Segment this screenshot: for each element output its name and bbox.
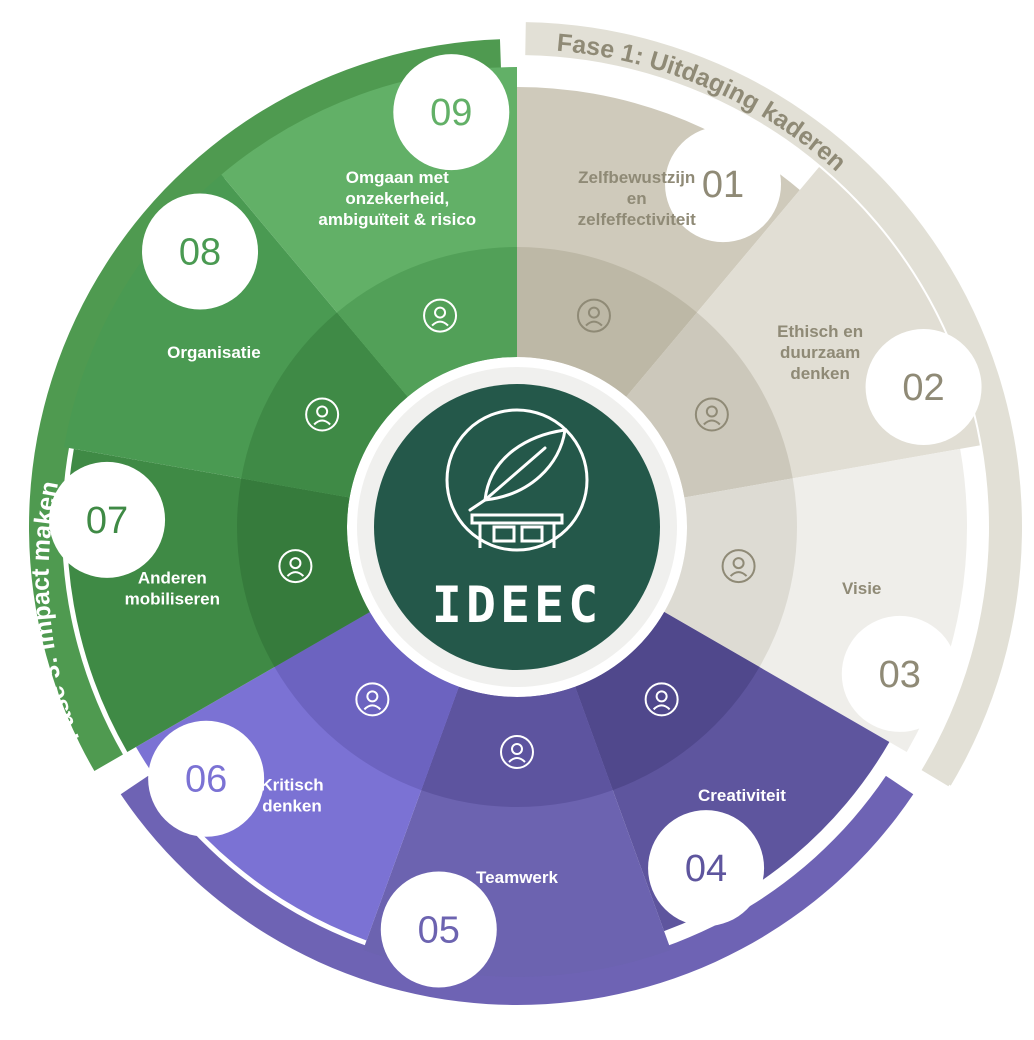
segment-06 (135, 612, 459, 941)
leaf-icon (468, 428, 567, 512)
center-logo: IDEEC (357, 367, 677, 687)
segment-label-01: Zelfbewustzijn (578, 168, 695, 187)
number-tab-08 (142, 193, 259, 310)
segment-label-07: mobiliseren (125, 589, 220, 608)
phase-2-band (120, 775, 914, 1005)
segment-number-03: 03 (879, 654, 921, 696)
segment-03 (664, 448, 968, 752)
number-tab-01 (665, 126, 782, 243)
segment-label-05: Teamwerk (476, 868, 558, 887)
segment-label-08: Organisatie (167, 343, 261, 362)
segment-inner-05 (421, 686, 613, 807)
segment-number-07: 07 (86, 500, 128, 542)
segment-label-09: onzekerheid, (345, 189, 449, 208)
segment-number-08: 08 (179, 231, 221, 273)
segment-number-04: 04 (685, 848, 727, 890)
lightbulb-head-icon (644, 682, 679, 717)
segment-number-02: 02 (902, 367, 944, 409)
segment-label-07: Anderen (138, 568, 207, 587)
org-chart-icon (305, 397, 340, 432)
segment-07 (49, 448, 370, 752)
segment-04 (575, 612, 890, 932)
segment-inner-04 (575, 612, 760, 791)
table-icon (470, 513, 564, 548)
brain-gear-icon (355, 682, 390, 717)
segment-01 (517, 87, 800, 397)
segment-label-01: zelfeffectiviteit (578, 210, 696, 229)
segment-label-06: Kritisch (260, 776, 323, 795)
segment-label-04: Creativiteit (698, 786, 786, 805)
segment-inner-01 (517, 247, 697, 397)
eye-icon (721, 549, 756, 584)
segment-label-02: duurzaam (780, 343, 860, 362)
segment-label-06: denken (262, 797, 322, 816)
segment-number-09: 09 (430, 92, 472, 134)
segment-label-03: Visie (842, 579, 881, 598)
team-icon (500, 735, 534, 769)
segment-number-06: 06 (185, 759, 227, 801)
segment-05 (363, 686, 671, 988)
segment-inner-09 (337, 247, 517, 397)
segment-inner-07 (237, 478, 370, 667)
number-tab-07 (49, 461, 166, 578)
phase-3-band (29, 39, 502, 771)
segment-label-09: ambiguïteit & risico (318, 210, 476, 229)
segment-inner-03 (664, 478, 797, 667)
segment-number-05: 05 (418, 909, 460, 951)
number-tab-05 (380, 871, 497, 988)
center-disc (374, 384, 660, 670)
number-tab-06 (148, 720, 265, 837)
brand-name: IDEEC (432, 576, 603, 634)
number-tab-03 (841, 615, 958, 732)
segment-09 (221, 54, 518, 397)
segment-label-09: Omgaan met (346, 168, 449, 187)
number-tab-04 (648, 810, 765, 927)
segment-label-01: en (627, 189, 647, 208)
segment-number-01: 01 (702, 164, 744, 206)
phase-1-band (525, 22, 1022, 788)
warning-check-icon (423, 298, 458, 333)
segment-label-02: denken (790, 364, 850, 383)
segment-label-02: Ethisch en (777, 322, 863, 341)
logo-circle (445, 408, 589, 552)
segment-inner-02 (626, 312, 793, 498)
number-tab-09 (393, 54, 510, 171)
network-people-icon (278, 549, 313, 584)
number-tab-02 (865, 329, 982, 446)
brain-leaf-icon (694, 397, 729, 432)
segment-inner-06 (274, 612, 459, 791)
self-awareness-icon (576, 298, 611, 333)
segment-inner-08 (241, 312, 408, 498)
